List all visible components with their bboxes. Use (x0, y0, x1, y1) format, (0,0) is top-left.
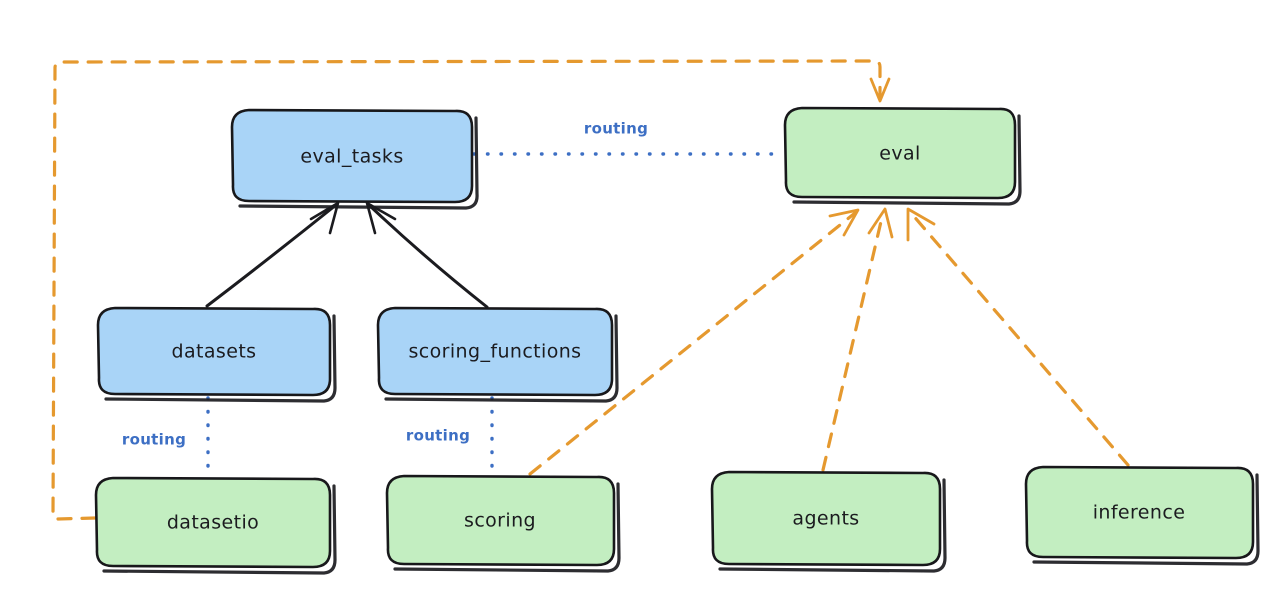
node-scoring_functions[interactable]: scoring_functions (376, 306, 619, 403)
node-datasetio[interactable]: datasetio (94, 476, 337, 575)
edge-label-routing-scoring: routing (406, 427, 470, 445)
node-datasetio-fill (96, 478, 330, 567)
node-eval[interactable]: eval (783, 106, 1022, 206)
node-eval_tasks[interactable]: eval_tasks (230, 108, 479, 210)
node-inference[interactable]: inference (1024, 465, 1260, 566)
node-scoring[interactable]: scoring (385, 474, 621, 573)
node-scoring_functions-label: scoring_functions (409, 341, 582, 363)
node-eval-label: eval (879, 143, 920, 165)
node-agents-label: agents (792, 508, 859, 530)
edge-datasetio-to-eval (51, 59, 891, 521)
edge-agents-to-eval (821, 207, 894, 472)
edge-label-routing-datasetio: routing (122, 431, 186, 449)
edge-label-routing-eval: routing (584, 120, 648, 138)
node-eval_tasks-fill (232, 110, 472, 202)
node-datasets-fill (98, 308, 330, 395)
node-eval_tasks-label: eval_tasks (300, 146, 403, 168)
node-scoring-fill (387, 476, 614, 565)
node-inference-fill (1026, 467, 1253, 558)
node-scoring-label: scoring (464, 510, 536, 532)
node-scoring_functions-fill (378, 308, 612, 395)
edge-scoring-to-eval (528, 208, 860, 476)
node-datasets[interactable]: datasets (96, 306, 337, 403)
edge-datasets-to-eval_tasks (205, 201, 340, 308)
node-agents-fill (712, 472, 940, 565)
edge-scoring_functions-to-eval_tasks (365, 201, 489, 309)
node-datasets-label: datasets (172, 341, 257, 363)
node-datasetio-label: datasetio (167, 512, 259, 534)
node-inference-label: inference (1093, 502, 1186, 524)
edge-inference-to-eval (906, 207, 1130, 467)
node-agents[interactable]: agents (710, 470, 947, 573)
node-eval-fill (785, 108, 1015, 198)
